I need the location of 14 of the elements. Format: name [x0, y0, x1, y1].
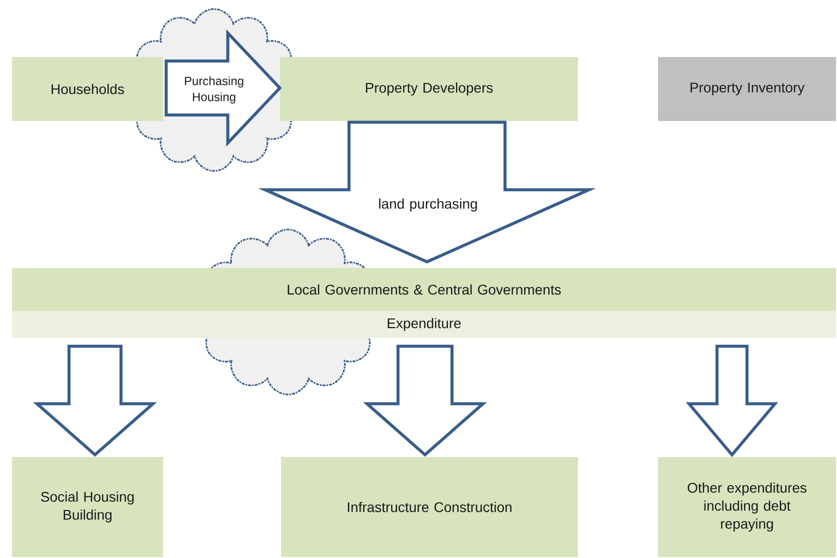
band-box: Other expenditures including debt repaying — [658, 457, 836, 557]
band-box: Households — [12, 57, 163, 121]
band-box: Local Governments & Central Governments — [12, 268, 836, 311]
block-arrow — [686, 344, 778, 458]
inventory-box: Property Inventory — [658, 57, 836, 121]
block-arrow — [258, 120, 596, 264]
block-arrow — [33, 344, 157, 457]
band-box: Infrastructure Construction — [281, 457, 578, 557]
edge-label: Purchasing Housing — [184, 76, 244, 104]
block-arrow — [363, 344, 487, 457]
band-box: Expenditure — [12, 311, 836, 338]
band-box: Social Housing Building — [12, 457, 163, 557]
edge-label: land purchasing — [379, 198, 477, 212]
band-box: Property Developers — [280, 57, 578, 121]
